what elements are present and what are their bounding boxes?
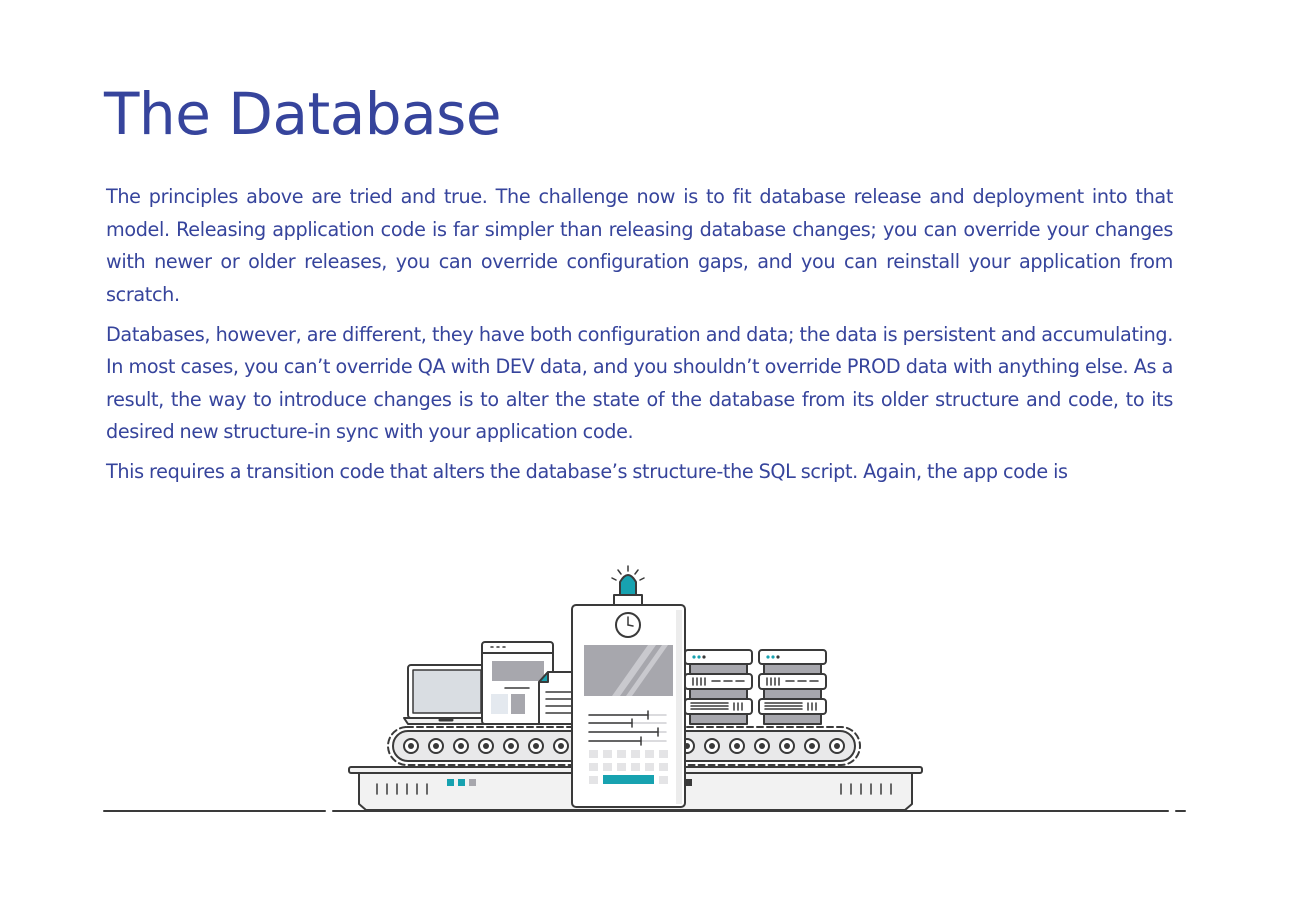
document-icon — [538, 671, 581, 725]
paragraph: This requires a transition code that alt… — [106, 460, 1068, 483]
processing-machine-icon — [571, 565, 686, 808]
page-title: The Database — [104, 80, 502, 148]
body-text: The principles above are tried and true.… — [106, 181, 1173, 496]
conveyor-illustration — [103, 565, 1186, 812]
web-page-icon — [481, 641, 554, 725]
gauge-icon — [615, 612, 641, 638]
alarm-beacon-icon — [611, 565, 645, 606]
laptop-icon — [403, 664, 491, 725]
paragraph: Databases, however, are different, they … — [106, 322, 1173, 444]
server-rack-icon — [684, 649, 753, 725]
server-rack-icon — [758, 649, 827, 725]
paragraph: The principles above are tried and true.… — [106, 185, 1173, 306]
